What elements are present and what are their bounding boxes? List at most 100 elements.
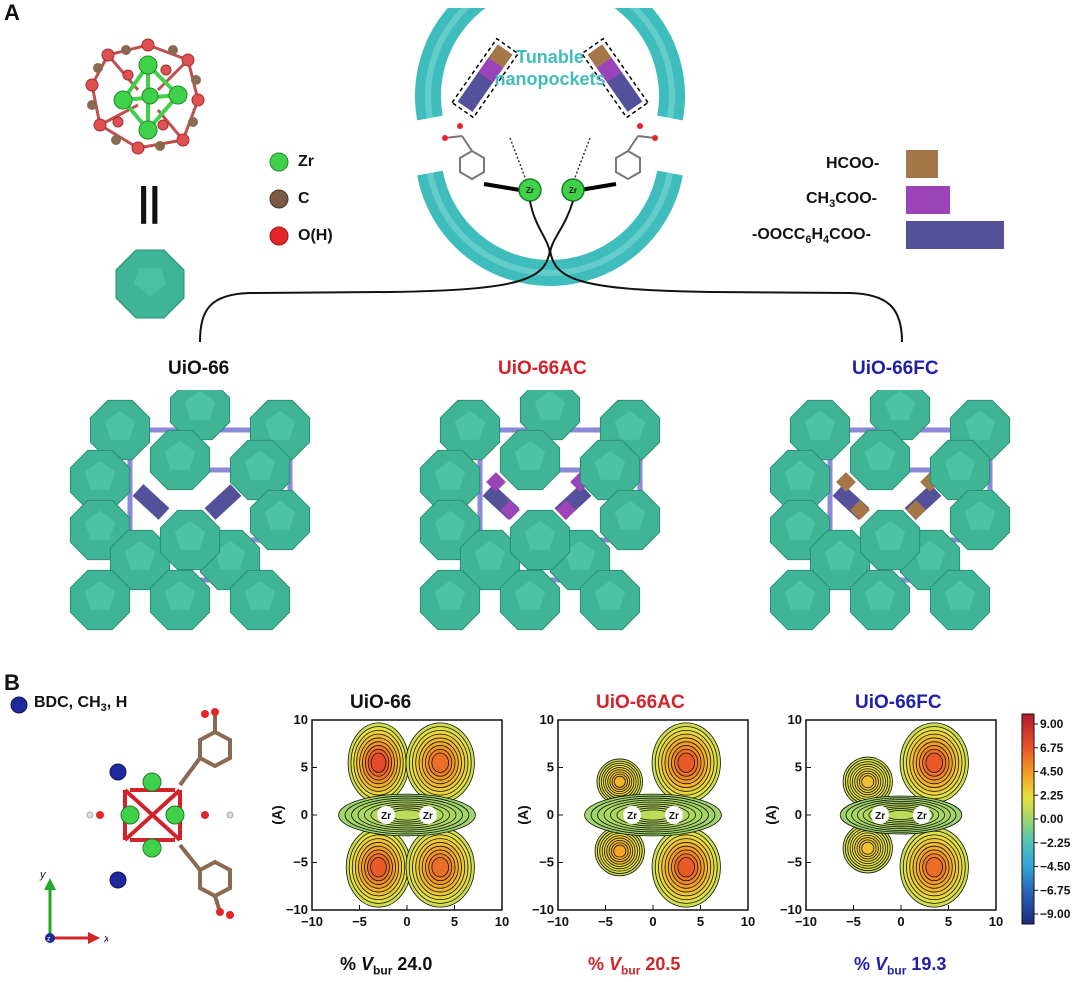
mof-name-uio66: UiO-66 bbox=[168, 358, 230, 379]
colorbar-tick: 4.50 bbox=[1040, 765, 1064, 779]
node-face bbox=[784, 460, 816, 490]
x-tick-label: −5 bbox=[846, 914, 861, 929]
mof-name-uio66ac: UiO-66AC bbox=[498, 358, 587, 379]
contour-ring bbox=[677, 752, 696, 773]
colorbar-tick: −4.50 bbox=[1040, 860, 1071, 874]
node-face bbox=[804, 410, 836, 440]
axis-y-label: y bbox=[39, 869, 47, 881]
y-tick-label: −5 bbox=[293, 855, 308, 870]
node-face bbox=[104, 410, 136, 440]
legend-zr: Zr bbox=[298, 153, 314, 170]
y-tick-label: 0 bbox=[301, 807, 308, 822]
node-face bbox=[244, 450, 276, 480]
node-face bbox=[474, 540, 506, 570]
legend-c: C bbox=[298, 190, 310, 207]
node-face bbox=[964, 500, 996, 530]
colorbar-tick: −9.00 bbox=[1040, 907, 1071, 921]
vbur-uio66fc: % Vbur 19.3 bbox=[854, 954, 947, 978]
lattice-uio66 bbox=[69, 390, 311, 631]
node-face bbox=[434, 510, 466, 540]
atom-legend-blue-dot bbox=[10, 696, 28, 714]
x-tick-label: −10 bbox=[547, 914, 569, 929]
ring-zr-2: Zr bbox=[569, 186, 577, 195]
node-face bbox=[264, 410, 296, 440]
ligand-bar-hcoo bbox=[906, 150, 938, 178]
node-face bbox=[84, 580, 116, 610]
node-face bbox=[964, 410, 996, 440]
node-face bbox=[514, 580, 546, 610]
x-tick-label: −10 bbox=[301, 914, 323, 929]
zr-label: Zr bbox=[381, 811, 391, 822]
colorbar-tick: −2.25 bbox=[1040, 836, 1071, 850]
zr-marker bbox=[871, 806, 890, 824]
colorbar-tick: 0.00 bbox=[1040, 812, 1064, 826]
vbur-uio66ac: % Vbur 20.5 bbox=[588, 954, 681, 978]
zr-marker bbox=[377, 806, 396, 824]
panel-label-a: A bbox=[4, 0, 20, 25]
colorbar-tick: −6.75 bbox=[1040, 883, 1071, 897]
node-face bbox=[594, 580, 626, 610]
ligand-bar-bdc bbox=[906, 221, 1004, 249]
colorbar-tick: 2.25 bbox=[1040, 788, 1064, 802]
node-face bbox=[914, 540, 946, 570]
pocket-ligand bbox=[486, 472, 506, 492]
node-face bbox=[174, 520, 206, 550]
y-tick-label: 10 bbox=[294, 712, 308, 727]
x-tick-label: 10 bbox=[989, 914, 1003, 929]
y-axis-label: (Å) bbox=[766, 805, 779, 824]
contour-ring bbox=[613, 775, 626, 788]
axis-triad: y x z bbox=[39, 869, 108, 945]
x-tick-label: 0 bbox=[403, 914, 410, 929]
atom-legend-dots bbox=[269, 152, 289, 246]
lattice-uio66ac bbox=[419, 390, 661, 631]
mof-name-uio66fc: UiO-66FC bbox=[852, 358, 939, 379]
node-face bbox=[84, 510, 116, 540]
y-tick-label: −5 bbox=[787, 855, 802, 870]
zr-marker bbox=[912, 806, 931, 824]
node-face bbox=[124, 540, 156, 570]
x-tick-label: 0 bbox=[897, 914, 904, 929]
y-tick-label: 0 bbox=[795, 807, 802, 822]
node-face bbox=[784, 510, 816, 540]
node-face bbox=[244, 580, 276, 610]
connector-brace bbox=[199, 250, 903, 343]
node-face bbox=[824, 540, 856, 570]
node-face bbox=[84, 460, 116, 490]
zr-marker bbox=[623, 806, 642, 824]
ring-title: Tunable nanopockets bbox=[490, 46, 610, 90]
atom-legend-bdc: BDC, CH3, H bbox=[34, 694, 128, 715]
node-face bbox=[164, 580, 196, 610]
x-tick-label: 5 bbox=[697, 914, 704, 929]
vbur-uio66: % Vbur 24.0 bbox=[340, 954, 433, 978]
map-plot-area: Zr Zr bbox=[584, 722, 722, 908]
x-tick-label: −10 bbox=[795, 914, 817, 929]
zr-label: Zr bbox=[669, 811, 679, 822]
contour-ring bbox=[885, 809, 917, 821]
bdc-linker bbox=[204, 484, 242, 520]
x-tick-label: 0 bbox=[649, 914, 656, 929]
node-face bbox=[534, 390, 566, 420]
contour-ring bbox=[925, 752, 944, 773]
x-tick-label: 5 bbox=[945, 914, 952, 929]
ring-zr-1: Zr bbox=[526, 186, 534, 195]
zr-label: Zr bbox=[627, 811, 637, 822]
y-tick-label: 5 bbox=[795, 760, 802, 775]
contour-ring bbox=[861, 775, 875, 789]
map-title-uio66: UiO-66 bbox=[350, 692, 412, 713]
node-face bbox=[564, 540, 596, 570]
ligand-label-ch3coo: CH3COO- bbox=[806, 190, 878, 211]
legend-oh: O(H) bbox=[298, 227, 333, 244]
contour-ring bbox=[370, 857, 387, 878]
y-tick-label: 10 bbox=[540, 712, 554, 727]
node-face bbox=[264, 500, 296, 530]
map-title-uio66ac: UiO-66AC bbox=[596, 692, 685, 713]
y-tick-label: 5 bbox=[547, 760, 554, 775]
panel-label-b: B bbox=[4, 670, 20, 695]
node-face bbox=[944, 450, 976, 480]
zr-label: Zr bbox=[875, 811, 885, 822]
colorbar-tick: 9.00 bbox=[1040, 717, 1064, 731]
